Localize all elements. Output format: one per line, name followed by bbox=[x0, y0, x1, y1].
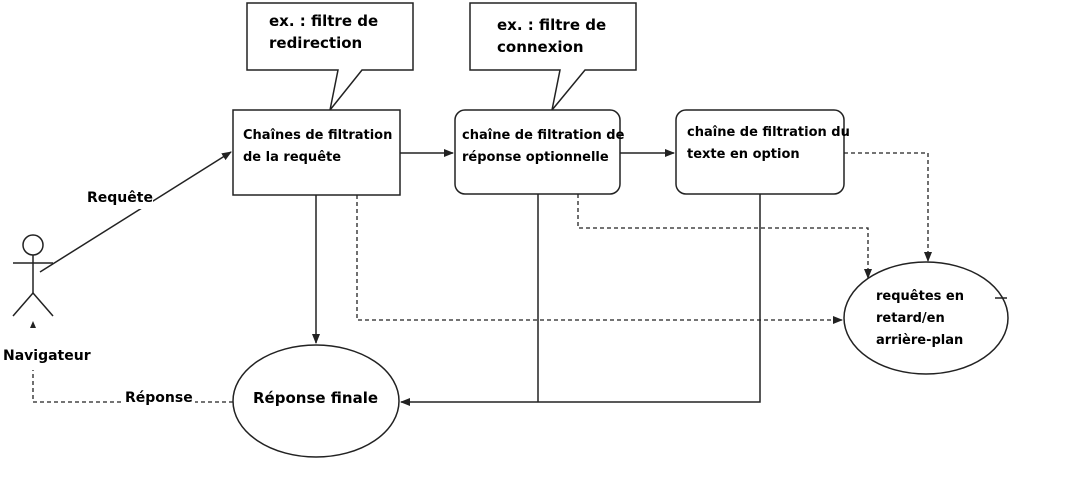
edge-box2-background-dashed bbox=[577, 194, 872, 279]
ellipse-background-line2: retard/en bbox=[876, 311, 945, 326]
ellipse-background-shape bbox=[843, 261, 1009, 375]
ellipse-background-line3: arrière-plan bbox=[876, 333, 964, 348]
box-reponse-opt-line1: chaîne de filtration de bbox=[462, 128, 625, 143]
box-reponse-opt-line2: réponse optionnelle bbox=[462, 150, 609, 165]
edge-box3-background-dashed bbox=[844, 152, 932, 262]
box-texte-opt-label: chaîne de filtration du texte en option bbox=[687, 122, 850, 166]
box-texte-opt-line2: texte en option bbox=[687, 147, 800, 162]
callout-connexion-shape bbox=[469, 2, 637, 111]
callout-redirect-line1: ex. : filtre de bbox=[269, 12, 379, 30]
callout-redirect-line2: redirection bbox=[269, 34, 363, 52]
actor-marker bbox=[30, 321, 36, 328]
box-reponse-opt-label: chaîne de filtration de réponse optionne… bbox=[462, 125, 624, 169]
edge-reponse-label: Réponse bbox=[123, 387, 195, 409]
ellipse-finale-label: Réponse finale bbox=[253, 389, 379, 407]
edge-requete-label: Requête bbox=[87, 187, 153, 209]
ellipse-background-line1: requêtes en bbox=[876, 289, 964, 304]
box-texte-opt-line1: chaîne de filtration du bbox=[687, 125, 850, 140]
ellipse-finale-shape bbox=[232, 344, 400, 458]
ellipse-background-label: requêtes en retard/en arrière-plan bbox=[876, 286, 964, 352]
callout-connexion-label: ex. : filtre de connexion bbox=[497, 14, 606, 58]
callout-connexion-line1: ex. : filtre de bbox=[497, 16, 607, 34]
callout-redirect-shape bbox=[246, 2, 414, 111]
box-requete-label: Chaînes de filtration de la requête bbox=[243, 125, 392, 169]
callout-connexion-line2: connexion bbox=[497, 38, 584, 56]
actor-navigateur-label: Navigateur bbox=[3, 348, 91, 364]
edge-box3-finale-arrow bbox=[400, 194, 761, 406]
actor-navigateur-icon bbox=[12, 234, 54, 317]
box-requete-line2: de la requête bbox=[243, 150, 342, 165]
edge-box1-background-dashed bbox=[356, 195, 843, 324]
box-requete-shape bbox=[232, 109, 401, 196]
callout-redirect-label: ex. : filtre de redirection bbox=[269, 10, 378, 54]
box-requete-line1: Chaînes de filtration bbox=[243, 128, 393, 143]
edge-requete-arrow bbox=[39, 151, 232, 273]
